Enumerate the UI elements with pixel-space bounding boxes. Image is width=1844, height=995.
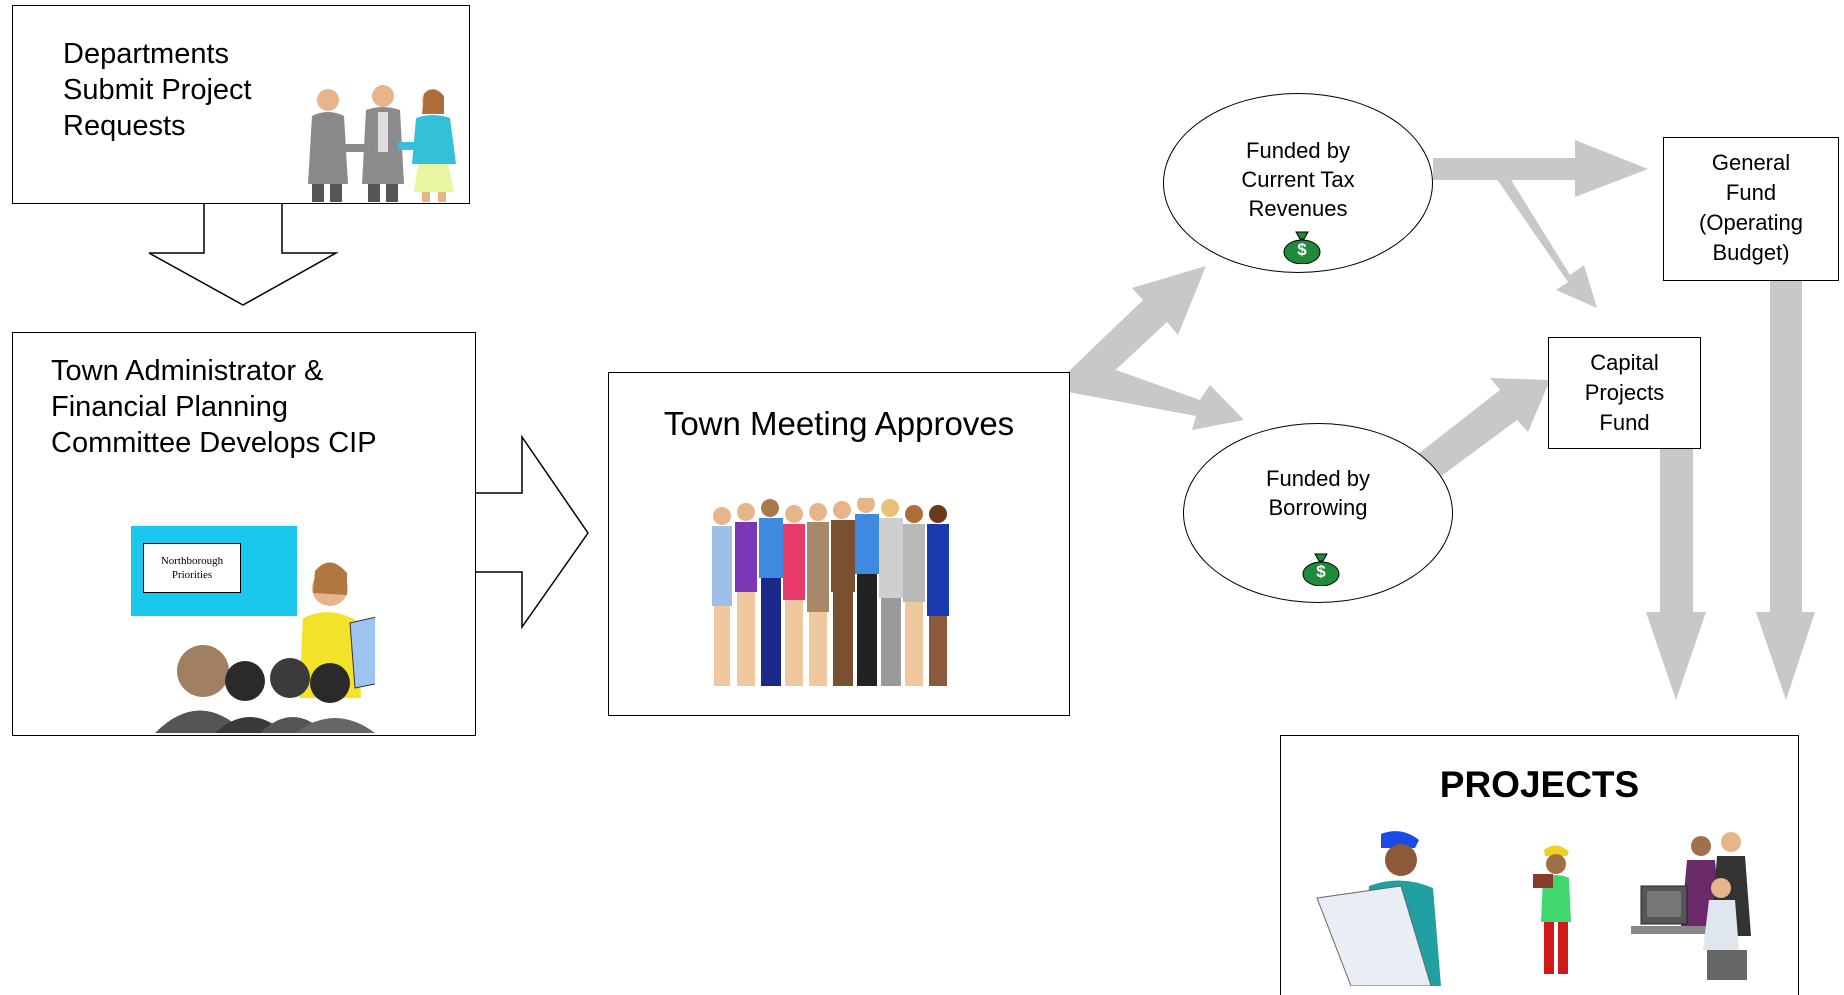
arrow-to-borrowing (1068, 360, 1244, 430)
money-bag-icon: $ (1282, 230, 1322, 265)
funded-by-tax-ellipse: Funded by Current Tax Revenues $ (1163, 93, 1433, 273)
funded-by-borrowing-ellipse: Funded by Borrowing $ (1183, 423, 1453, 603)
arrow-capital-to-projects (1646, 448, 1706, 700)
down-outline-arrow (148, 202, 339, 306)
meeting-clipart (155, 562, 375, 733)
general-fund-box: General Fund (Operating Budget) (1663, 137, 1839, 281)
arrow-tax-to-general (1433, 140, 1648, 197)
projects-box: PROJECTS (1280, 735, 1799, 995)
administrator-text: Town Administrator & Financial Planning … (51, 355, 377, 459)
projects-workers-clipart (1316, 831, 1751, 986)
money-bag-icon: $ (1301, 552, 1341, 587)
arrow-to-tax (1068, 266, 1206, 392)
crowd-clipart (712, 498, 949, 686)
gray-arrows (1068, 140, 1815, 700)
general-fund-text: General Fund (Operating Budget) (1699, 150, 1803, 265)
right-outline-arrow (474, 434, 589, 630)
capital-fund-text: Capital Projects Fund (1584, 350, 1665, 435)
town-meeting-box: Town Meeting Approves (608, 372, 1070, 716)
administrator-box: Town Administrator & Financial Planning … (12, 332, 476, 736)
tax-text: Funded by Current Tax Revenues (1241, 138, 1355, 221)
arrow-borrowing-to-capital (1418, 378, 1550, 480)
capital-projects-fund-box: Capital Projects Fund (1548, 337, 1701, 449)
departments-box: Departments Submit Project Requests (12, 5, 470, 204)
priorities-sign: Northborough Priorities (143, 543, 241, 593)
arrow-tax-to-capital (1470, 162, 1597, 308)
projects-title: PROJECTS (1439, 764, 1640, 805)
arrow-general-to-projects (1756, 281, 1815, 700)
borrowing-text: Funded by Borrowing (1266, 466, 1370, 520)
town-meeting-title: Town Meeting Approves (663, 405, 1015, 442)
departments-text: Departments Submit Project Requests (63, 38, 252, 142)
handshake-people-clipart (308, 85, 456, 202)
